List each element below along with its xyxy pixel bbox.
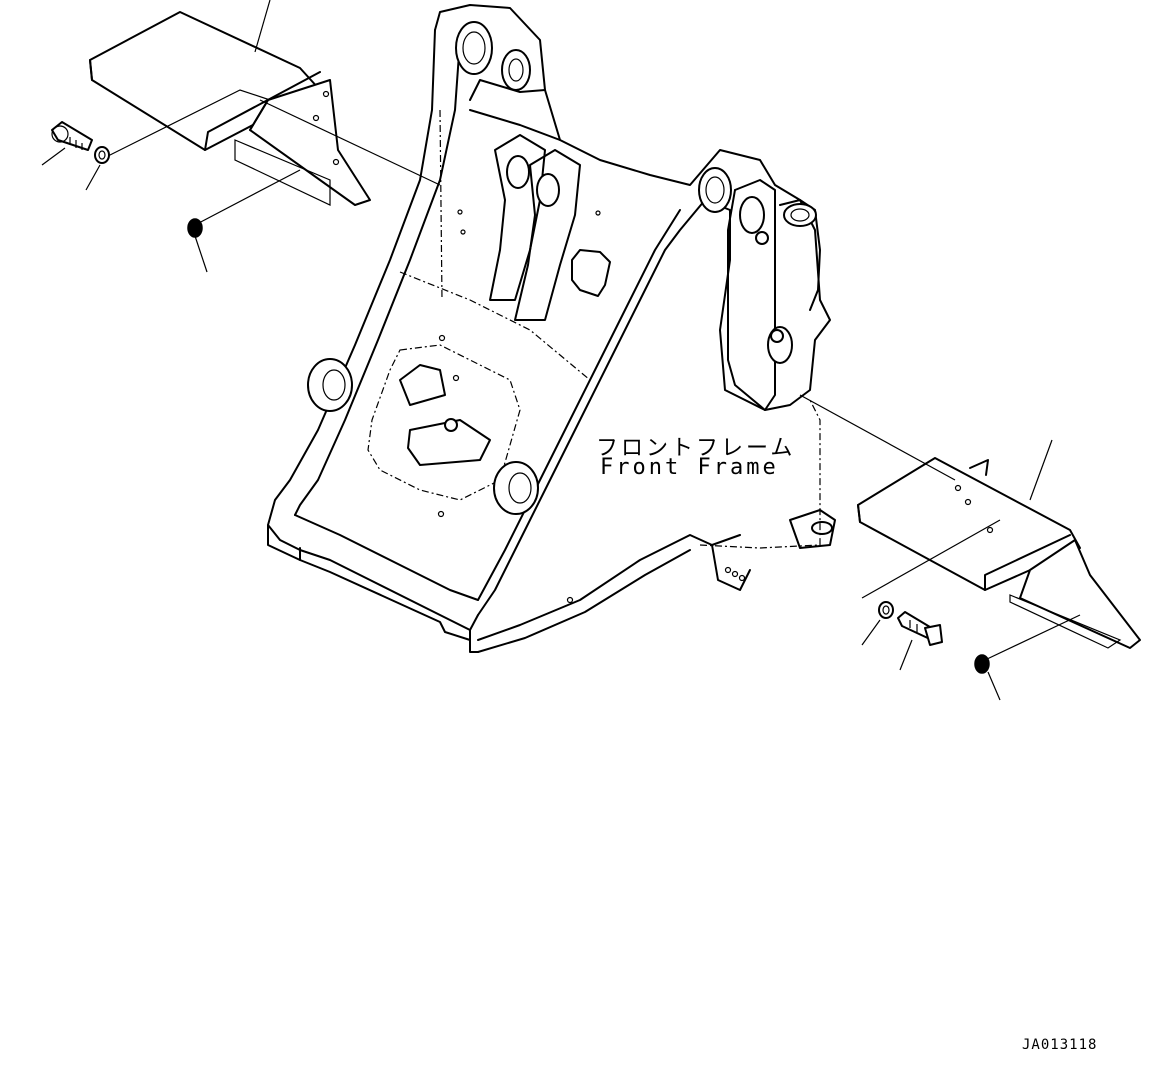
bolt-right [897,611,943,671]
nut-left [187,218,208,273]
part-label-en: Front Frame [600,455,779,480]
bolt-left [41,121,93,166]
left-guard-assembly [41,0,441,273]
part-label-jp: フロントフレーム [596,436,796,461]
washer-left [85,146,110,191]
right-guard-assembly [799,394,1141,701]
drawing-number: JA013118 [1022,1037,1098,1053]
front-frame [267,4,836,653]
nut-right [974,654,1001,701]
washer-right [861,601,894,646]
